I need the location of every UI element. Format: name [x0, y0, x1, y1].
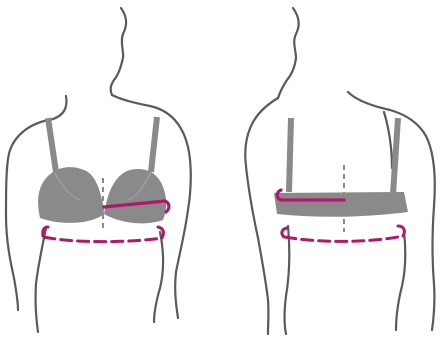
body-outline-front-icon	[6, 8, 191, 332]
underbust-measurement-loop	[43, 227, 164, 242]
back-right-strap	[393, 118, 398, 194]
back-view-figure	[245, 8, 434, 334]
front-view-figure	[6, 8, 191, 332]
back-right-neck-shoulder	[348, 92, 426, 136]
back-right-torso-side	[384, 112, 392, 168]
body-outline-back-icon	[245, 8, 434, 334]
front-right-inner-arm	[154, 232, 163, 322]
back-band	[274, 192, 408, 217]
front-underbust-back-arc	[43, 227, 164, 238]
back-right-inner-arm	[396, 232, 405, 330]
back-right-arm-outline	[426, 136, 435, 330]
front-head-neck-outline	[111, 8, 126, 95]
back-head-neck-outline	[278, 8, 299, 98]
back-left-strap	[289, 118, 291, 192]
front-left-strap	[48, 118, 56, 172]
back-left-shoulder-arm	[245, 98, 278, 334]
front-underbust-dashed-line	[44, 237, 162, 242]
back-underbust-dashed-line	[285, 236, 403, 241]
back-left-inner-arm	[285, 226, 290, 334]
front-left-inner-arm	[36, 228, 46, 332]
front-left-neck-line	[50, 96, 66, 120]
front-right-strap	[151, 117, 157, 172]
